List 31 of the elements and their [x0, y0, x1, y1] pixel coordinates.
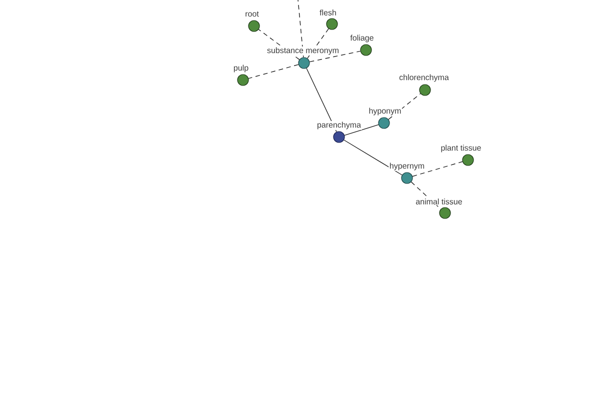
node-circle [439, 207, 451, 219]
node-circle [401, 172, 413, 184]
node-circle [326, 18, 338, 30]
node-label: chlorenchyma [398, 73, 450, 83]
connector-line [248, 64, 299, 79]
node-circle [298, 57, 310, 69]
node-label: root [244, 10, 260, 18]
node-label: hyponym [368, 106, 402, 116]
node-label: plant tissue [440, 144, 482, 154]
node-label: flesh [318, 8, 338, 16]
node-circle [248, 20, 260, 32]
connector-line [306, 68, 337, 132]
node-label: foliage [349, 34, 375, 44]
node-label: animal tissue [414, 198, 464, 206]
connector-line [412, 161, 463, 177]
node-circle [333, 131, 345, 143]
node-circle [462, 154, 474, 166]
node-label: substance meronym [266, 46, 340, 56]
node-circle [360, 44, 372, 56]
node-label: parenchyma [316, 120, 362, 130]
node-label: pulp [232, 64, 250, 74]
node-label: hypernym [388, 162, 426, 172]
node-circle [419, 84, 431, 96]
connector-line [344, 124, 379, 136]
node-circle [378, 117, 390, 129]
connector-line [307, 28, 329, 59]
connector-line [344, 140, 402, 176]
connector-line [388, 93, 421, 120]
node-circle [237, 74, 249, 86]
connector-line [309, 50, 361, 62]
connector-line [298, 0, 304, 58]
